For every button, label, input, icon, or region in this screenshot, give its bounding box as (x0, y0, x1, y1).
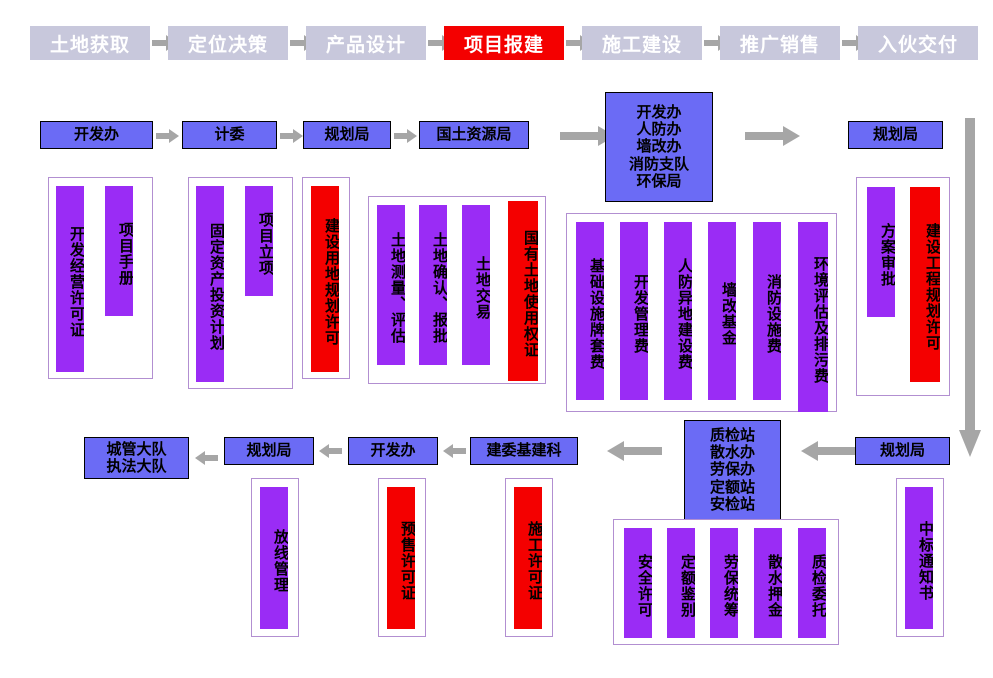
doc-item[interactable]: 项目立项 (245, 186, 273, 296)
doc-group-3: 建设用地规划许可 (302, 177, 350, 379)
phase-step-dingweijuece[interactable]: 定位决策 (168, 26, 288, 60)
doc-group-7: 放线管理 (251, 478, 299, 637)
doc-group-2: 固定资产投资计划 项目立项 (188, 177, 293, 389)
doc-group-4: 土地测量、评估 土地确认、报批 土地交易 国有土地使用权证 (368, 196, 546, 384)
phase-step-rukuojiaofu[interactable]: 入伙交付 (858, 26, 978, 60)
doc-item[interactable]: 方案审批 (867, 187, 895, 317)
flow-arrow-left-icon (606, 440, 662, 462)
doc-item[interactable]: 预售许可证 (387, 487, 415, 629)
flow-arrow-icon (394, 128, 418, 144)
phase-step-tuiguangxiaoshou[interactable]: 推广销售 (720, 26, 840, 60)
dept-box-kaifaban-2[interactable]: 开发办 (348, 437, 438, 465)
doc-item[interactable]: 建设用地规划许可 (311, 186, 339, 372)
flow-arrow-icon (560, 125, 616, 147)
doc-item[interactable]: 基础设施牌套费 (576, 222, 604, 400)
doc-item[interactable]: 人防异地建设费 (664, 222, 692, 400)
dept-box-multi-zhijianzhan-group[interactable]: 质检站 散水办 劳保办 定额站 安检站 (684, 420, 781, 520)
dept-box-kaifaban-1[interactable]: 开发办 (40, 121, 153, 149)
dept-box-chengguan-zhifa[interactable]: 城管大队 执法大队 (84, 437, 189, 479)
doc-item[interactable]: 固定资产投资计划 (196, 186, 224, 382)
doc-item[interactable]: 土地测量、评估 (377, 205, 405, 365)
doc-group-9: 施工许可证 (505, 478, 553, 637)
flow-arrow-down-icon (958, 118, 982, 458)
doc-item[interactable]: 安全许可 (624, 528, 652, 638)
doc-item[interactable]: 项目手册 (105, 186, 133, 316)
dept-box-multi-kaifaban-group[interactable]: 开发办 人防办 墙改办 消防支队 环保局 (605, 92, 713, 202)
doc-item[interactable]: 国有土地使用权证 (508, 201, 538, 381)
doc-item[interactable]: 定额鉴别 (667, 528, 695, 638)
flow-arrow-icon (280, 128, 304, 144)
doc-item[interactable]: 放线管理 (260, 487, 288, 629)
doc-item[interactable]: 墙改基金 (708, 222, 736, 400)
doc-item[interactable]: 中标通知书 (905, 487, 933, 629)
dept-box-guihuaju-2[interactable]: 规划局 (848, 121, 943, 149)
doc-group-1: 开发经营许可证 项目手册 (48, 177, 153, 379)
doc-group-10: 安全许可 定额鉴别 劳保统筹 散水押金 质检委托 (613, 519, 839, 645)
doc-item[interactable]: 开发经营许可证 (56, 186, 84, 372)
doc-item[interactable]: 土地确认、报批 (419, 205, 447, 365)
dept-box-guihuaju-4[interactable]: 规划局 (855, 437, 950, 465)
phase-step-tudihuoqu[interactable]: 土地获取 (30, 26, 150, 60)
dept-box-guihuaju-3[interactable]: 规划局 (224, 437, 314, 465)
flow-arrow-icon (745, 125, 801, 147)
flow-arrow-left-icon (442, 443, 466, 459)
doc-item[interactable]: 环境评估及排污费 (798, 222, 828, 412)
doc-group-11: 中标通知书 (896, 478, 944, 637)
doc-item[interactable]: 散水押金 (754, 528, 782, 638)
doc-item[interactable]: 开发管理费 (620, 222, 648, 400)
flow-arrow-icon (156, 128, 180, 144)
phase-step-shigongjianshe[interactable]: 施工建设 (582, 26, 702, 60)
doc-group-6: 方案审批 建设工程规划许可 (856, 177, 950, 396)
doc-item[interactable]: 消防设施费 (753, 222, 781, 400)
doc-item[interactable]: 质检委托 (798, 528, 826, 638)
doc-item[interactable]: 土地交易 (462, 205, 490, 365)
flow-arrow-left-icon (318, 443, 342, 459)
doc-group-5: 基础设施牌套费 开发管理费 人防异地建设费 墙改基金 消防设施费 环境评估及排污… (566, 213, 837, 412)
phase-step-xiangmubaojian[interactable]: 项目报建 (444, 26, 564, 60)
doc-item[interactable]: 建设工程规划许可 (910, 187, 940, 382)
doc-group-8: 预售许可证 (378, 478, 426, 637)
flow-arrow-left-icon (194, 450, 218, 466)
dept-box-guotuziyuanju[interactable]: 国土资源局 (419, 121, 529, 149)
dept-box-jiwei[interactable]: 计委 (182, 121, 277, 149)
doc-item[interactable]: 施工许可证 (514, 487, 542, 629)
phase-step-chanpinsheji[interactable]: 产品设计 (306, 26, 426, 60)
flow-arrow-left-icon (800, 440, 856, 462)
dept-box-guihuaju-1[interactable]: 规划局 (303, 121, 391, 149)
dept-box-jianweijijianke[interactable]: 建委基建科 (470, 437, 578, 465)
doc-item[interactable]: 劳保统筹 (710, 528, 738, 638)
